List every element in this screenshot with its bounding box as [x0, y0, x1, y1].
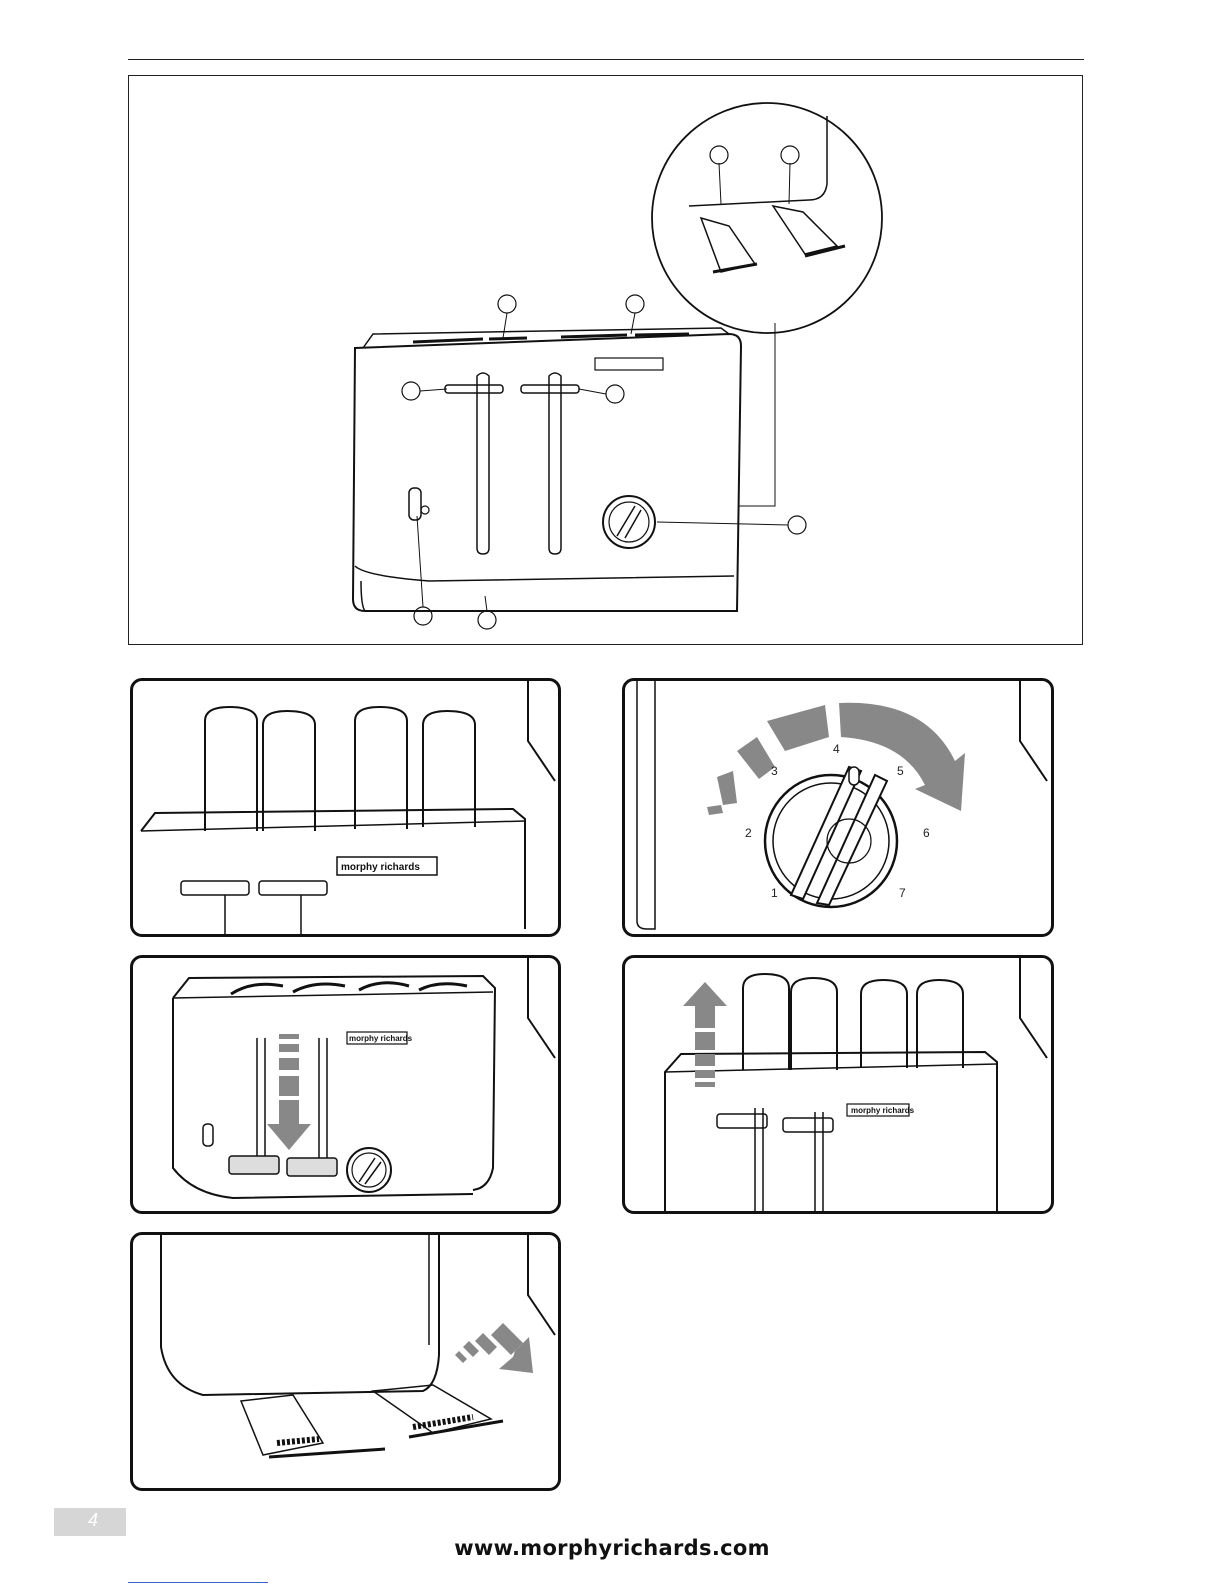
lever-right — [259, 881, 327, 895]
slide-out-arrow-icon — [455, 1323, 533, 1373]
lever-left-up — [717, 1114, 767, 1128]
lever-right-up — [783, 1118, 833, 1132]
callout-9 — [781, 146, 799, 164]
down-arrow-icon — [267, 1034, 311, 1150]
toast-slice-3 — [861, 980, 907, 1068]
dial-number-6: 6 — [923, 826, 930, 840]
toast-pop-up-drawing — [625, 958, 1051, 1211]
brand-label: morphy richards — [851, 1106, 914, 1115]
toast-slice-1 — [743, 974, 789, 1070]
cancel-button-drawing — [409, 488, 421, 520]
callout-7 — [478, 611, 496, 629]
toaster-body — [353, 334, 741, 611]
dial-number-3: 3 — [771, 764, 778, 778]
dial-number-4: 4 — [833, 742, 840, 756]
footer-url[interactable]: www.morphyrichards.com — [0, 1536, 1224, 1560]
toast-slice-4 — [917, 980, 963, 1068]
toaster-overview-drawing — [129, 76, 1084, 646]
toaster-base-line — [355, 566, 734, 581]
lever-right — [521, 385, 579, 393]
callout-6 — [414, 607, 432, 625]
step-panel-2: 1 2 3 4 5 6 7 — [622, 678, 1054, 937]
crumb-tray-magnifier — [652, 103, 882, 333]
step-panel-1: morphy richards — [130, 678, 561, 937]
callout-2 — [626, 295, 644, 313]
page-number-tab: 4 — [54, 1508, 126, 1536]
lever-left-down — [229, 1156, 279, 1174]
bread-slice-2 — [263, 711, 315, 831]
brand-label: morphy richards — [341, 862, 420, 873]
step-panel-3: morphy richards — [130, 955, 561, 1214]
browning-dial-small — [347, 1148, 391, 1192]
lever-track-right — [549, 373, 561, 554]
page-number: 4 — [88, 1510, 98, 1531]
callout-1 — [498, 295, 516, 313]
callout-5 — [788, 516, 806, 534]
crumb-tray-removal-drawing — [133, 1235, 558, 1488]
crumb-tray-left — [701, 218, 755, 272]
dial-number-2: 2 — [745, 826, 752, 840]
lever-right-down — [287, 1158, 337, 1176]
bread-insert-drawing — [133, 681, 558, 934]
toaster-overview-figure — [128, 75, 1083, 645]
crumb-tray-left — [241, 1395, 323, 1455]
lever-track-left — [477, 373, 489, 554]
callout-8 — [710, 146, 728, 164]
step-panel-5 — [130, 1232, 561, 1491]
step-panel-4: morphy richards — [622, 955, 1054, 1214]
bottom-link-underline — [128, 1582, 268, 1583]
crumb-tray-right — [773, 206, 837, 254]
brand-plate — [595, 358, 663, 370]
lever-left — [181, 881, 249, 895]
browning-dial-drawing — [603, 496, 655, 548]
dial-number-1: 1 — [771, 886, 778, 900]
header-rule — [128, 59, 1084, 60]
lever-left — [445, 385, 503, 393]
dial-number-5: 5 — [897, 764, 904, 778]
callout-3 — [402, 382, 420, 400]
dial-number-7: 7 — [899, 886, 906, 900]
callout-4 — [606, 385, 624, 403]
press-lever-drawing — [133, 958, 558, 1211]
browning-dial-drawing: 1 2 3 4 5 6 7 — [625, 681, 1051, 934]
brand-label: morphy richards — [349, 1034, 412, 1043]
toast-slice-2 — [791, 978, 837, 1070]
